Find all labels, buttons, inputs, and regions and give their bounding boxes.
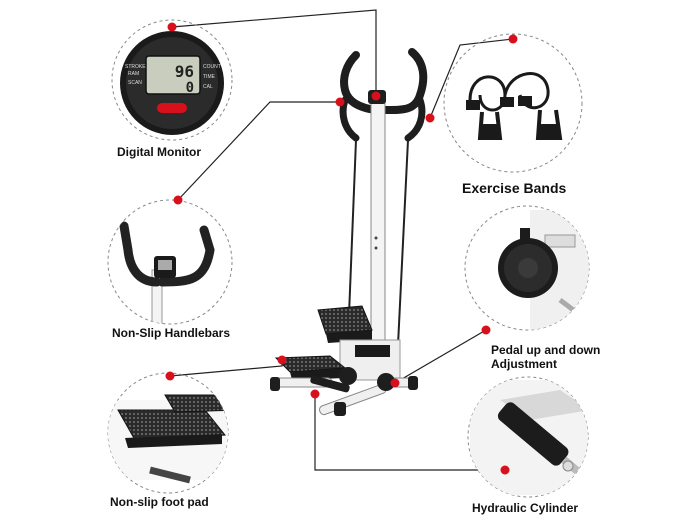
monitor-readout-label: CAL	[203, 84, 213, 90]
exercise-bands-detail	[466, 72, 563, 140]
pedal-label-line1: Pedal up and down	[491, 343, 601, 357]
digital-monitor-detail: 96 0 STROKE RAM SCAN COUNT TIME CAL	[120, 31, 224, 135]
monitor-readout-label: TIME	[203, 74, 216, 80]
hydraulic-cylinder-detail	[470, 380, 588, 495]
monitor-digits-bottom: 0	[186, 80, 194, 96]
monitor-mode-label: SCAN	[128, 80, 142, 86]
monitor-button	[157, 103, 187, 113]
handlebars-label: Non-Slip Handlebars	[112, 326, 231, 340]
pedal-label-line2: Adjustment	[491, 357, 557, 371]
monitor-mode-label: STROKE	[125, 64, 146, 70]
monitor-digits-top: 96	[175, 62, 194, 81]
handlebars-detail	[119, 221, 215, 324]
pedal-adjustment-detail	[498, 210, 589, 330]
callout-dots	[165, 22, 518, 475]
connector-lines	[169, 9, 514, 471]
foot-pad-detail	[108, 394, 228, 484]
digital-monitor-label: Digital Monitor	[117, 145, 201, 159]
hydraulic-cylinder-label: Hydraulic Cylinder	[472, 501, 579, 515]
pedal-adjustment-label: Pedal up and down Adjustment	[491, 343, 600, 371]
exercise-bands-label: Exercise Bands	[462, 180, 567, 196]
foot-pad-label: Non-slip foot pad	[110, 495, 209, 509]
stepper-machine	[270, 48, 428, 416]
monitor-readout-label: COUNT	[203, 64, 221, 70]
monitor-mode-label: RAM	[128, 71, 139, 77]
